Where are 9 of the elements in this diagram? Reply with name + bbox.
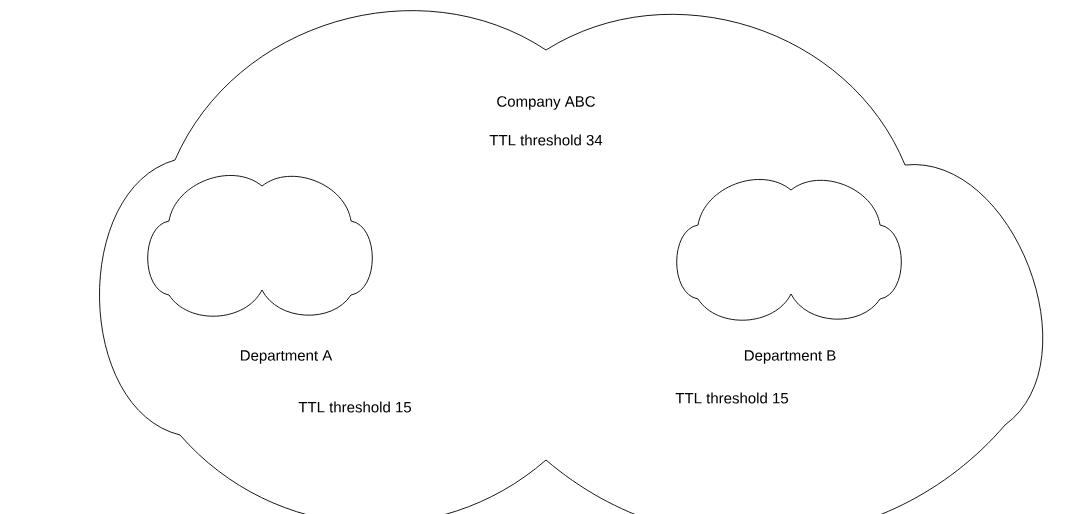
- cloud-label: Department A: [240, 350, 333, 364]
- cloud-label: TTL threshold 15: [675, 392, 789, 404]
- cloud: [676, 179, 902, 321]
- cloud-label: Department B: [744, 350, 836, 364]
- cloud-label: Company ABC: [497, 96, 595, 110]
- cloud-label: TTL threshold 15: [298, 401, 412, 413]
- cloud-label: TTL threshold 34: [489, 134, 603, 146]
- cloud: [147, 175, 373, 317]
- cloud: [99, 10, 1043, 514]
